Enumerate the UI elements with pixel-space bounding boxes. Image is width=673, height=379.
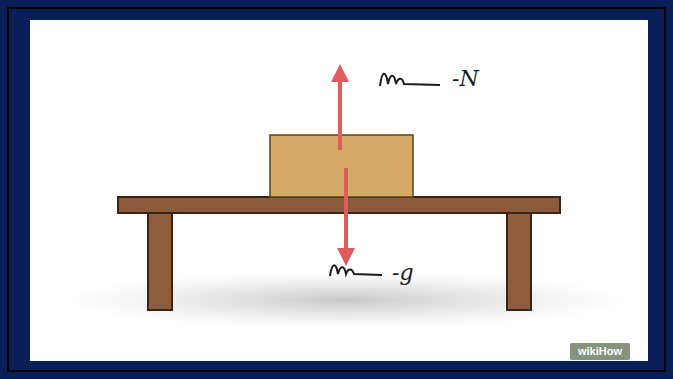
force-label: -g [392,262,414,284]
table-leg [148,212,172,310]
watermark: wikiHow [570,343,630,360]
force-label: -N [452,68,479,90]
frame-line [8,8,665,371]
normal-arrow [338,78,342,150]
arrow-head [331,64,349,82]
table-top [118,197,560,213]
scribble [330,265,382,276]
arrow-head [337,248,355,266]
gravity-arrow [344,168,348,252]
scribble [380,74,440,86]
white-panel [30,20,648,361]
table-leg [507,212,531,310]
